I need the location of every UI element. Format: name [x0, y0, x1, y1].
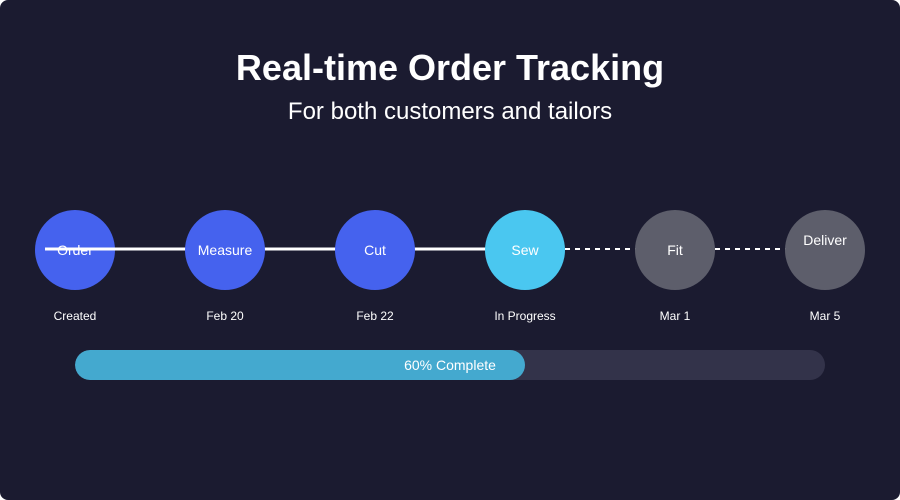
page-subtitle: For both customers and tailors [287, 98, 613, 125]
step-label-deliver: Deliver [803, 232, 847, 248]
step-date-fit: Mar 1 [659, 309, 691, 323]
step-label-cut: Cut [364, 242, 386, 258]
step-circle-sew [485, 210, 565, 290]
progress-label: 60% Complete [404, 357, 496, 373]
step-date-deliver: Mar 5 [809, 309, 841, 323]
progress-fill [75, 350, 525, 380]
page-title: Real-time Order Tracking [235, 47, 665, 88]
step-date-measure: Feb 20 [206, 309, 244, 323]
step-label-fit: Fit [667, 242, 683, 258]
step-date-sew: In Progress [494, 309, 556, 323]
step-date-order: Created [53, 309, 97, 323]
step-label-sew: Sew [511, 242, 539, 258]
step-label-order: Order [57, 242, 93, 258]
step-circle-deliver [785, 210, 865, 290]
step-circle-measure [185, 210, 265, 290]
step-circle-cut [335, 210, 415, 290]
step-date-cut: Feb 22 [356, 309, 394, 323]
step-label-measure: Measure [197, 242, 253, 258]
step-circle-fit [635, 210, 715, 290]
progress-bar: 60% Complete [75, 350, 825, 380]
